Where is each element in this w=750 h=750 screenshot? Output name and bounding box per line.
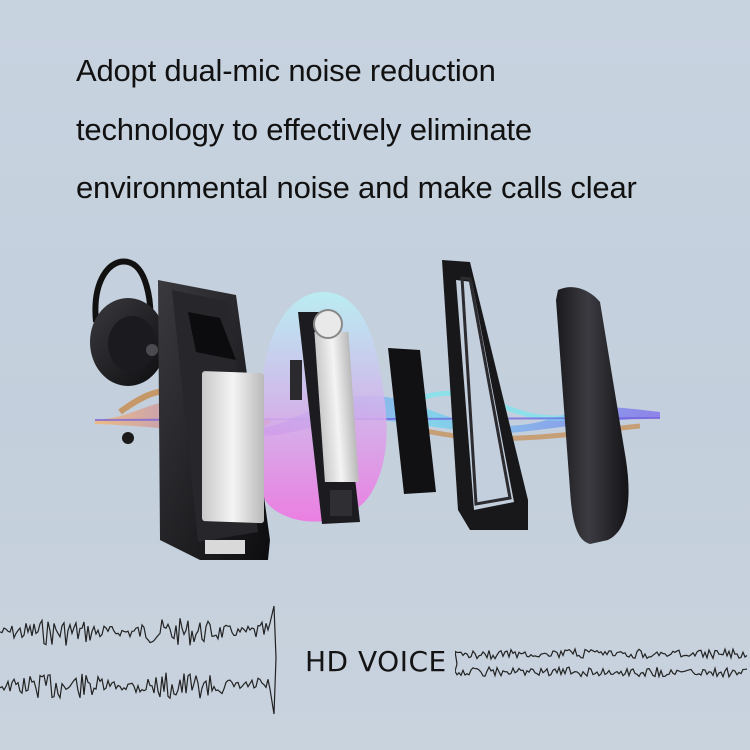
noisy-waveform: [0, 605, 277, 715]
main-housing: [158, 280, 270, 560]
headline-line-1: Adopt dual-mic noise reduction: [76, 53, 496, 88]
acoustic-pad: [388, 348, 436, 494]
inner-frame: [442, 260, 528, 530]
outer-cover: [556, 287, 629, 544]
headline: Adopt dual-mic noise reduction technolog…: [76, 42, 736, 218]
ear-hook: [90, 258, 166, 444]
clean-waveform: [455, 647, 748, 679]
circuit-board: [290, 309, 360, 524]
earpiece-exploded-view: [90, 258, 661, 560]
hd-voice-label: HD VOICE: [305, 645, 447, 678]
headline-line-3: environmental noise and make calls clear: [76, 170, 637, 205]
headline-line-2: technology to effectively eliminate: [76, 111, 532, 147]
